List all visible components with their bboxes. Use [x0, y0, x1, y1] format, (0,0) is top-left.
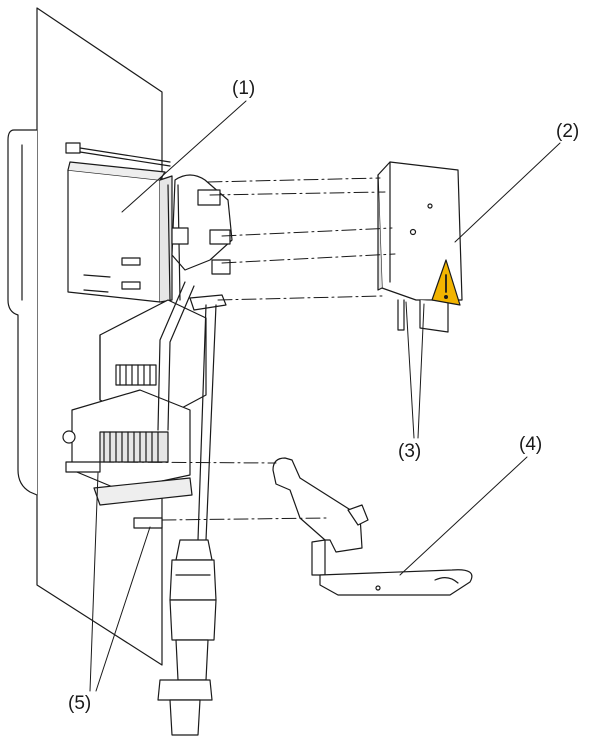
terminal-blocks	[83, 257, 141, 293]
alignment-lines	[99, 177, 396, 521]
leader-lines	[89, 100, 561, 692]
mounting-pin-upper	[65, 461, 101, 473]
ground-screw	[62, 430, 76, 444]
rear-housing	[7, 129, 38, 496]
warning-triangle-icon	[431, 259, 461, 306]
mounting-pin-lower	[133, 517, 163, 529]
callout-label-5: (5)	[68, 693, 92, 714]
callout-label-3: (3)	[398, 441, 422, 462]
terminal-strip	[99, 431, 169, 463]
cable-harness	[157, 174, 233, 431]
callout-label-4: (4)	[519, 434, 543, 455]
top-screw	[65, 142, 171, 167]
retaining-bracket	[272, 457, 473, 596]
connector-terminals	[115, 364, 157, 386]
callout-label-2: (2)	[556, 121, 580, 142]
callout-label-1: (1)	[232, 78, 256, 99]
connector-cover	[377, 161, 463, 333]
charging-cable	[157, 304, 217, 736]
